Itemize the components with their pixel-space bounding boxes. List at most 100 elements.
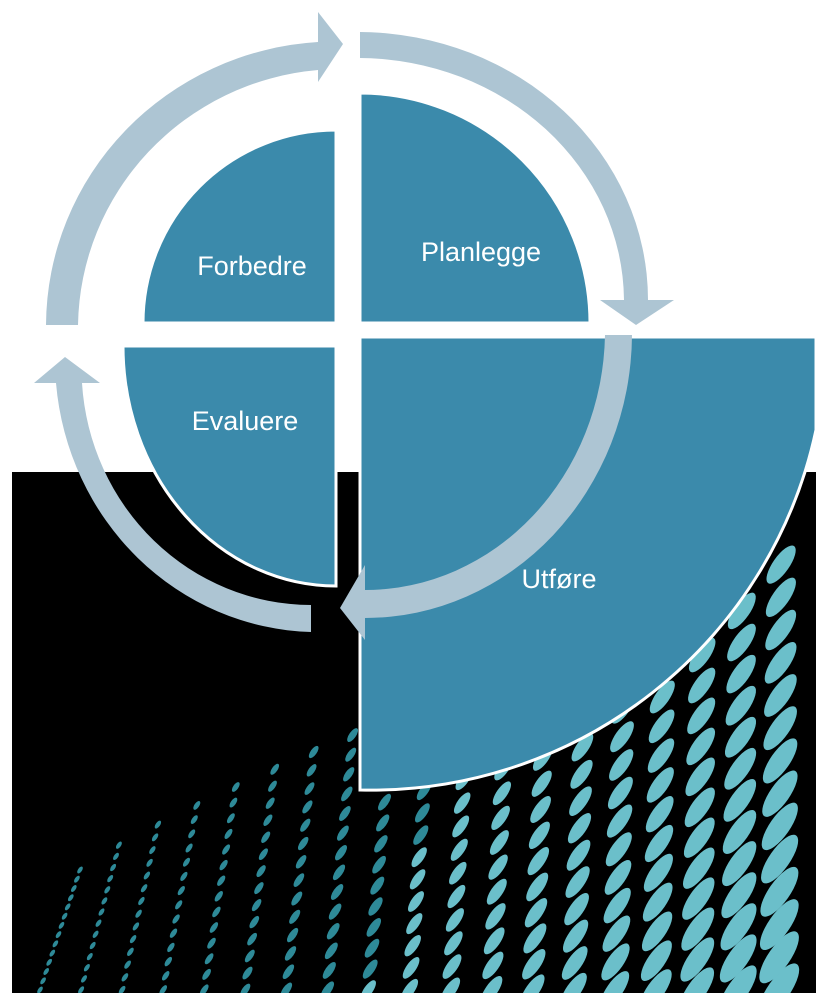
decorative-dot <box>404 935 421 957</box>
decorative-dot <box>450 838 468 861</box>
decorative-dot <box>209 922 219 933</box>
decorative-dot <box>758 963 800 993</box>
decorative-dot <box>640 940 672 981</box>
decorative-dot <box>121 973 129 982</box>
decorative-dot <box>58 921 65 929</box>
decorative-dot <box>683 817 715 858</box>
decorative-dot <box>719 934 757 983</box>
decorative-dot <box>169 928 178 938</box>
decorative-dot <box>172 914 180 924</box>
decorative-dot <box>78 986 85 993</box>
decorative-dot <box>527 847 550 876</box>
decorative-dot <box>684 787 715 828</box>
decorative-dot <box>530 796 551 823</box>
decorative-dot <box>92 930 99 938</box>
decorative-dot <box>567 813 592 844</box>
decorative-dot <box>339 806 351 821</box>
decorative-dot <box>140 884 148 893</box>
decorative-dot <box>610 721 634 753</box>
decorative-dot <box>408 891 424 912</box>
decorative-dot <box>606 804 633 838</box>
decorative-dot <box>645 796 674 833</box>
decorative-dot <box>330 884 344 900</box>
decorative-dot <box>297 836 309 851</box>
decorative-dot <box>440 977 461 993</box>
decorative-dot <box>67 894 74 902</box>
decorative-dot <box>641 911 673 952</box>
decorative-dot <box>719 965 757 993</box>
decorative-dot <box>528 821 550 850</box>
decorative-dot <box>411 847 427 868</box>
decorative-dot <box>607 776 633 810</box>
quadrant-planlegge <box>358 91 592 325</box>
decorative-dot <box>261 831 271 843</box>
decorative-dot <box>609 749 634 781</box>
decorative-dot <box>113 852 119 861</box>
decorative-dot <box>247 932 257 946</box>
decorative-dot <box>291 891 303 906</box>
decorative-dot <box>70 885 77 892</box>
decorative-dot <box>180 871 188 881</box>
decorative-dot <box>337 825 349 841</box>
decorative-dot <box>268 780 277 792</box>
decorative-dot <box>304 782 315 795</box>
decorative-dot <box>482 951 504 980</box>
decorative-dot <box>55 931 62 939</box>
decorative-dot <box>326 923 340 940</box>
decorative-dot <box>763 706 797 751</box>
decorative-dot <box>224 828 233 839</box>
quadrant-utfore <box>358 335 816 792</box>
decorative-dot <box>249 915 260 929</box>
decorative-dot <box>364 938 380 958</box>
decorative-dot <box>77 866 83 874</box>
decorative-dot <box>242 966 253 980</box>
decorative-dot <box>485 903 506 930</box>
decorative-dot <box>295 855 307 869</box>
decorative-dot <box>492 781 512 806</box>
decorative-dot <box>682 877 715 920</box>
decorative-dot <box>561 946 588 980</box>
decorative-dot <box>154 820 162 829</box>
decorative-dot <box>95 919 102 927</box>
decorative-dot <box>681 907 715 951</box>
decorative-dot <box>566 839 591 871</box>
decorative-dot <box>86 952 93 961</box>
decorative-dot <box>362 959 378 979</box>
decorative-dot <box>360 980 376 993</box>
decorative-dot <box>229 797 238 808</box>
decorative-dot <box>101 897 108 905</box>
decorative-dot <box>219 859 228 871</box>
decorative-dot <box>759 931 799 984</box>
decorative-dot <box>167 942 175 953</box>
decorative-dot <box>293 873 305 887</box>
decorative-dot <box>231 782 240 792</box>
decorative-dot <box>324 942 338 960</box>
decorative-dot <box>254 882 264 895</box>
decorative-dot <box>182 857 191 867</box>
decorative-dot <box>74 875 80 883</box>
decorative-dot <box>764 674 797 717</box>
decorative-dot <box>726 654 756 694</box>
decorative-dot <box>143 871 151 880</box>
decorative-dot <box>286 927 299 943</box>
decorative-dot <box>372 855 386 874</box>
decorative-dot <box>129 935 137 944</box>
decorative-dot <box>104 886 111 894</box>
decorative-dot <box>332 864 346 881</box>
decorative-dot <box>687 697 716 735</box>
decorative-dot <box>601 943 630 981</box>
decorative-dot <box>368 897 383 916</box>
arrow-planlegge-to-utfore <box>360 32 674 325</box>
decorative-dot <box>413 825 429 845</box>
decorative-dot <box>378 793 391 811</box>
decorative-dot <box>491 805 510 831</box>
decorative-dot <box>214 891 223 902</box>
decorative-dot <box>308 745 319 759</box>
decorative-dot <box>280 982 293 993</box>
decorative-dot <box>146 858 153 867</box>
decorative-dot <box>244 949 255 963</box>
decorative-dot <box>64 903 71 911</box>
decorative-dot <box>409 869 426 890</box>
decorative-dot <box>725 685 756 726</box>
decorative-dot <box>127 947 134 956</box>
